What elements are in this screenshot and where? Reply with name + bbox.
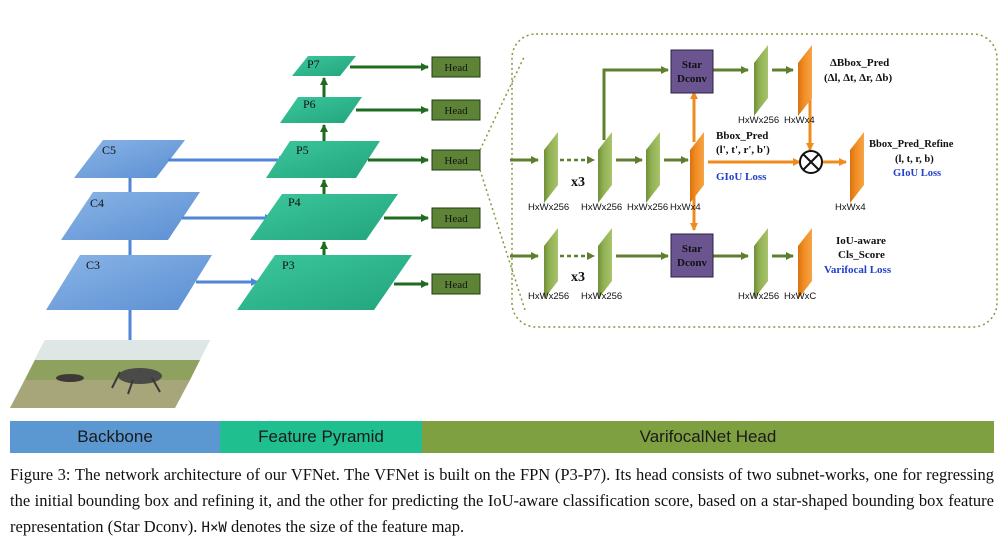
bbox-pred-refine-args: (l, t, r, b) [895,154,934,165]
c3-label: C3 [86,258,100,272]
dim-label: HxWx256 [528,202,569,213]
head-box-p5: Head [431,149,481,171]
dim-label: HxWx256 [738,291,779,302]
bbox-pred-refine-title: Bbox_Pred_Refine [869,139,954,150]
c4-label: C4 [90,196,104,210]
multiply-op [799,150,823,174]
repeat-x3-top: x3 [571,175,585,190]
dim-label: HxWx4 [784,115,815,126]
pyramid-p5-plane [266,141,380,178]
c5-label: C5 [102,143,116,157]
caption-hw: H×W [201,520,227,536]
band-varifocalnet-head: VarifocalNet Head [422,421,994,453]
dim-label: HxWx256 [581,291,622,302]
dim-label: HxWx256 [528,291,569,302]
head-label: Head [444,62,468,74]
figure-caption: Figure 3: The network architecture of ou… [10,462,994,541]
dim-label: HxWx256 [627,202,668,213]
backbone-c4-plane [61,192,200,240]
bbox-pred-args: (l', t', r', b') [716,144,770,156]
backbone-c3-plane [46,255,212,310]
giou-loss-refine-label: GIoU Loss [893,168,941,179]
head-label: Head [444,213,468,225]
p5-label: P5 [296,143,309,157]
feature-map-input-bottom [544,228,558,299]
cls-score-label: Cls_Score [838,249,885,261]
vfnet-architecture-diagram: C5 C4 C3 P7 P6 P5 P4 P3 Head Head Head H… [10,33,998,408]
feature-map-x3-bottom [598,228,612,299]
pyramid-p4-plane [250,194,398,240]
bbox-pred-refine-map [850,132,864,203]
input-image [10,340,210,408]
bbox-pred-map [690,132,704,203]
zoom-guide-top [479,54,526,151]
feature-map-x3-top [598,132,612,203]
band-head-label: VarifocalNet Head [639,427,777,446]
p3-label: P3 [282,258,295,272]
repeat-x3-bottom: x3 [571,270,585,285]
varifocal-loss-label: Varifocal Loss [824,264,892,276]
dim-label: HxWx256 [738,115,779,126]
feature-map-conv-top [646,132,660,203]
delta-bbox-pred-map [798,45,812,116]
band-backbone-label: Backbone [77,427,153,446]
delta-bbox-pred-args: (Δl, Δt, Δr, Δb) [824,72,892,84]
head-label: Head [444,155,468,167]
bbox-pred-title: Bbox_Pred [716,130,768,142]
caption-text: Figure 3: The network architecture of ou… [10,465,994,536]
zoom-guide-bottom [479,169,526,311]
p4-label: P4 [288,195,301,209]
p7-label: P7 [307,57,320,71]
feature-map-cls-conv [754,228,768,299]
head-box-p6: Head [431,99,481,121]
backbone-c5-plane [74,140,185,178]
feature-map-input-top [544,132,558,203]
head-box-p3: Head [431,273,481,295]
head-label: Head [444,279,468,291]
iou-aware-label: IoU-aware [836,235,886,247]
dim-label: HxWxC [784,291,816,302]
head-label: Head [444,105,468,117]
head-detail-panel [511,33,998,328]
head-box-p4: Head [431,207,481,229]
to-star-dconv-top-arrow [602,66,669,140]
pyramid-p6-plane [280,97,362,123]
caption-text-end: denotes the size of the feature map. [230,517,465,536]
band-backbone: Backbone [10,421,220,453]
pyramid-p7-plane [292,56,356,76]
dim-label: HxWx4 [835,202,866,213]
giou-loss-label: GIoU Loss [716,171,767,183]
feature-map-delta-conv [754,45,768,116]
pyramid-p3-plane [237,255,412,310]
band-feature-pyramid-label: Feature Pyramid [258,427,384,446]
delta-bbox-pred-title: ΔBbox_Pred [830,57,889,69]
band-feature-pyramid: Feature Pyramid [220,421,422,453]
cls-score-map [798,228,812,299]
dim-label: HxWx256 [581,202,622,213]
head-box-p7: Head [431,56,481,78]
p6-label: P6 [303,97,316,111]
dim-label: HxWx4 [670,202,701,213]
